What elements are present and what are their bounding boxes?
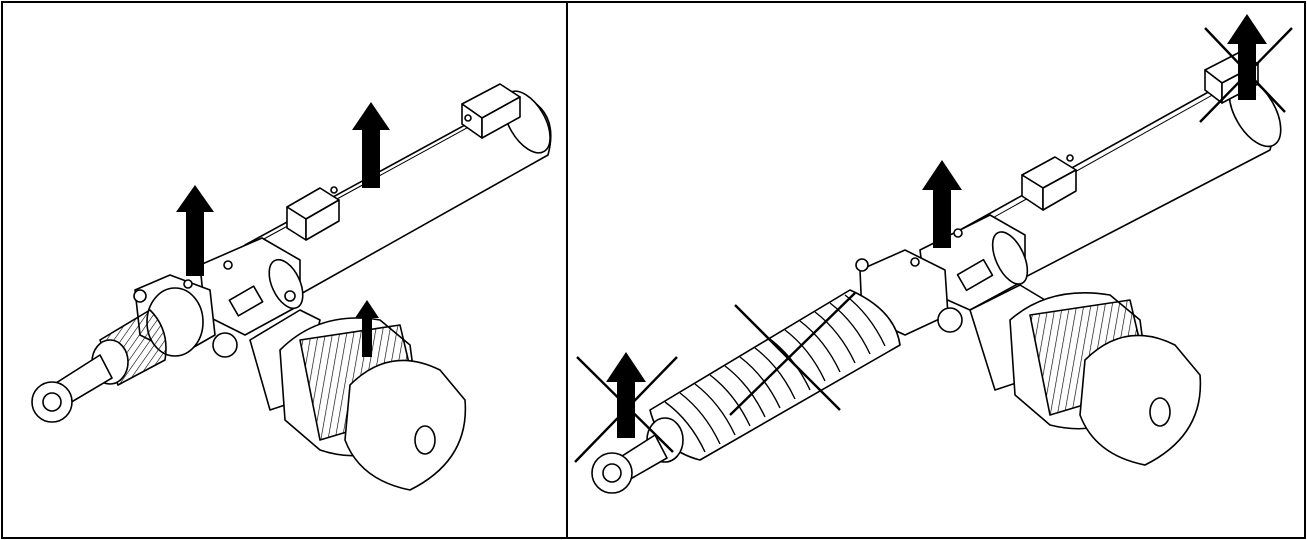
left-arrow-front bbox=[176, 185, 214, 276]
left-rod-end bbox=[31, 339, 129, 423]
right-lift-arrows bbox=[606, 14, 1267, 438]
left-motor bbox=[212, 309, 467, 491]
right-cross-marks bbox=[574, 27, 1293, 463]
left-sensor-box-rear bbox=[461, 83, 521, 139]
left-lift-arrows bbox=[176, 102, 390, 357]
right-sensor-box-mid bbox=[1021, 154, 1077, 211]
right-rod-end bbox=[591, 417, 684, 494]
right-arrow-front-blocked bbox=[606, 352, 646, 438]
right-arrow-rear-blocked bbox=[1227, 14, 1267, 100]
cross-mark-bellows bbox=[729, 292, 856, 416]
left-actuator bbox=[31, 83, 552, 491]
right-bellows bbox=[649, 289, 901, 461]
left-gear-housing bbox=[199, 237, 304, 336]
right-motor bbox=[937, 284, 1202, 466]
left-sensor-box-front bbox=[286, 186, 340, 241]
right-panel bbox=[566, 1, 1306, 539]
cross-mark-rear-arrow bbox=[1199, 27, 1293, 123]
right-arrow-center bbox=[922, 160, 962, 248]
right-actuator bbox=[591, 51, 1282, 494]
cross-mark-front-arrow bbox=[574, 356, 678, 463]
left-arrow-motor bbox=[355, 300, 379, 357]
left-arrow-rear bbox=[352, 102, 390, 188]
